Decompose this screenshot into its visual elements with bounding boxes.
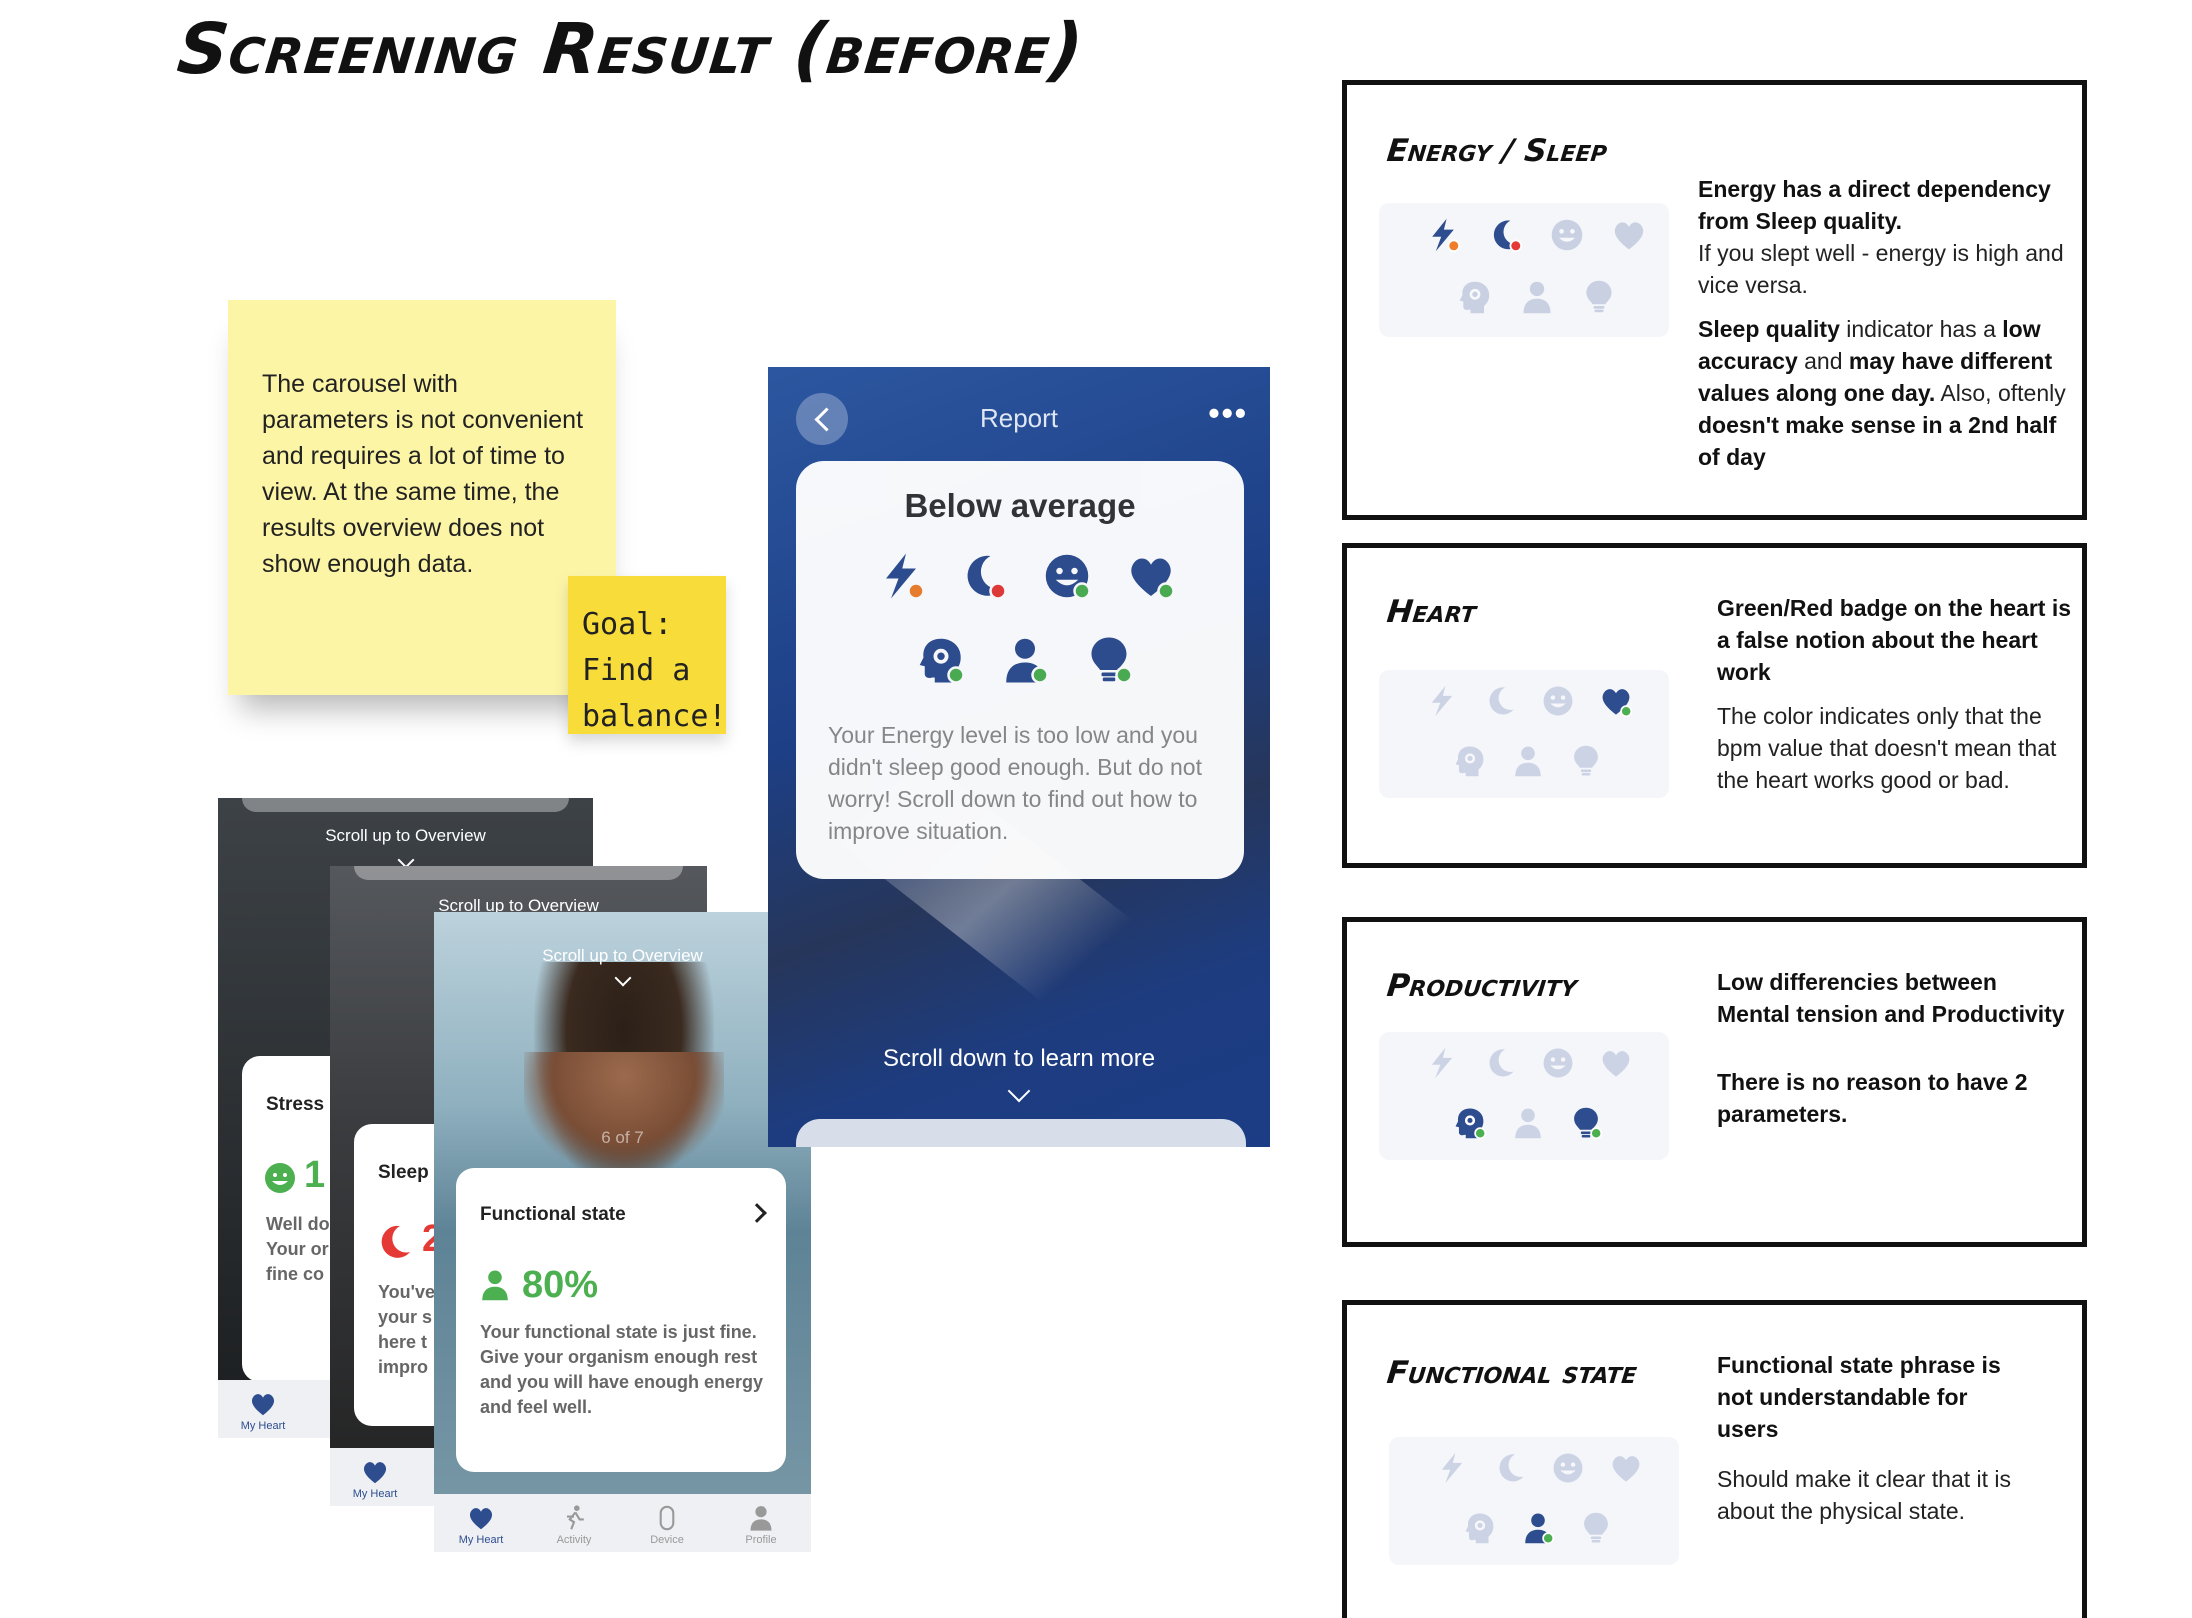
insight-panel-productivity: Productivity Low differencies between Me… (1342, 917, 2087, 1247)
photo-background-figure (524, 1052, 724, 1172)
report-header-title: Report (979, 403, 1059, 433)
panel-description: Low differencies between Mental tension … (1717, 969, 2065, 1127)
functional-state-card[interactable]: Functional state 80% Your functional sta… (456, 1168, 786, 1472)
insight-panel-functional-state: Functional state Functional state phrase… (1342, 1300, 2087, 1618)
smile-icon (1551, 1451, 1585, 1485)
person-icon (1519, 279, 1555, 315)
lightbulb-icon (1569, 744, 1603, 778)
brain-gear-icon (1453, 1106, 1487, 1140)
icon-preview (1379, 1032, 1669, 1160)
stress-value: 1 (304, 1154, 326, 1196)
panel-description: Energy has a direct dependency from Slee… (1698, 176, 2066, 470)
brain-gear-icon[interactable] (916, 635, 966, 685)
brain-gear-icon (1457, 279, 1493, 315)
panel-heading: Energy / Sleep (1385, 133, 1609, 169)
heart-icon (1599, 684, 1633, 718)
sleep-card-label: Sleep (378, 1162, 429, 1183)
person-icon (1511, 744, 1545, 778)
tab-activity[interactable]: Activity (529, 1504, 619, 1546)
sticky-note-main: The carousel with parameters is not conv… (228, 300, 616, 695)
lightning-icon (1425, 1046, 1459, 1080)
brain-gear-icon (1453, 744, 1487, 778)
smile-icon (265, 1163, 295, 1193)
person-icon (478, 1266, 512, 1304)
moon-icon[interactable] (958, 551, 1008, 601)
runner-icon (567, 1505, 584, 1530)
panel-heading: Heart (1385, 594, 1478, 630)
lightning-icon (1425, 684, 1459, 718)
panel-heading: Functional state (1385, 1355, 1639, 1391)
heart-icon (1609, 1451, 1643, 1485)
sticky-note-goal: Goal: Find a balance! (568, 576, 727, 734)
panel-heading: Productivity (1385, 968, 1579, 1004)
icon-preview (1379, 670, 1669, 798)
smile-icon (1541, 684, 1575, 718)
moon-icon (1487, 217, 1523, 253)
heart-icon (361, 1458, 389, 1486)
lightning-icon (1435, 1451, 1469, 1485)
smile-icon (1549, 217, 1585, 253)
brain-gear-icon (1463, 1511, 1497, 1545)
insight-panel-energy-sleep: Energy / Sleep Energy has a direct depen… (1342, 80, 2087, 520)
lightbulb-icon (1569, 1106, 1603, 1140)
carousel-screen-functional-state: Scroll up to Overview 6 of 7 Functional … (434, 912, 811, 1552)
functional-state-value: 80% (522, 1264, 599, 1306)
person-icon (1521, 1511, 1555, 1545)
summary-text: Your Energy level is too low and you did… (828, 722, 1202, 844)
heart-icon (249, 1390, 277, 1418)
panel-description: Functional state phrase is not understan… (1717, 1352, 2012, 1524)
heart-icon (1611, 217, 1647, 253)
report-screen: Report ••• Below average Your Energy lev… (768, 367, 1270, 1147)
moon-icon (1493, 1451, 1527, 1485)
person-icon (747, 1504, 775, 1532)
lightbulb-icon (1579, 1511, 1613, 1545)
more-button[interactable]: ••• (1208, 395, 1248, 431)
stress-card-label: Stress (266, 1094, 325, 1115)
previous-card-tab (242, 798, 569, 812)
next-section-tab[interactable] (796, 1119, 1246, 1147)
lightbulb-icon[interactable] (1084, 635, 1134, 685)
scroll-down-hint[interactable]: Scroll down to learn more (882, 1045, 1156, 1072)
insight-panel-heart: Heart Green/Red badge on the heart is a … (1342, 543, 2087, 868)
lightning-icon (1425, 217, 1461, 253)
lightning-icon[interactable] (876, 551, 926, 601)
watch-icon (659, 1505, 675, 1531)
moon-icon (374, 1222, 414, 1262)
chevron-down-icon (1007, 1079, 1031, 1103)
lightbulb-icon (1581, 279, 1617, 315)
panel-description: Green/Red badge on the heart is a false … (1717, 595, 2072, 793)
previous-card-tab (354, 866, 683, 880)
smile-icon[interactable] (1042, 551, 1092, 601)
person-icon (1511, 1106, 1545, 1140)
stress-text: Well do Your or fine co (266, 1214, 330, 1284)
icon-preview (1379, 203, 1669, 337)
smile-icon (1541, 1046, 1575, 1080)
heart-icon (467, 1504, 495, 1532)
tab-my-heart[interactable]: My Heart (436, 1504, 526, 1546)
summary-title: Below average (904, 487, 1136, 524)
tab-my-heart[interactable]: My Heart (218, 1390, 308, 1432)
heart-icon[interactable] (1126, 551, 1176, 601)
parameter-icon-grid (876, 551, 1176, 701)
sleep-text: You've your s here t impro (378, 1282, 435, 1377)
tab-profile[interactable]: Profile (716, 1504, 806, 1546)
tab-my-heart[interactable]: My Heart (330, 1458, 420, 1500)
scroll-up-hint[interactable]: Scroll up to Overview (325, 826, 486, 845)
scroll-up-hint[interactable]: Scroll up to Overview (438, 896, 599, 915)
moon-icon (1483, 1046, 1517, 1080)
page-indicator: 6 of 7 (601, 1128, 644, 1147)
summary-card: Below average Your Energy level is too l… (796, 461, 1244, 879)
tab-device[interactable]: Device (622, 1504, 712, 1546)
moon-icon (1483, 684, 1517, 718)
functional-state-label: Functional state (480, 1204, 626, 1225)
scroll-up-hint[interactable]: Scroll up to Overview (542, 946, 703, 965)
functional-state-text: Your functional state is just fine. Give… (480, 1322, 764, 1417)
page-title: Screening Result (before) (173, 8, 1088, 90)
heart-icon (1599, 1046, 1633, 1080)
tab-bar: My Heart Activity Device Profile (434, 1494, 811, 1552)
icon-preview (1389, 1437, 1679, 1565)
chevron-right-icon[interactable] (747, 1203, 767, 1223)
person-icon[interactable] (1000, 635, 1050, 685)
back-button[interactable] (796, 393, 848, 445)
